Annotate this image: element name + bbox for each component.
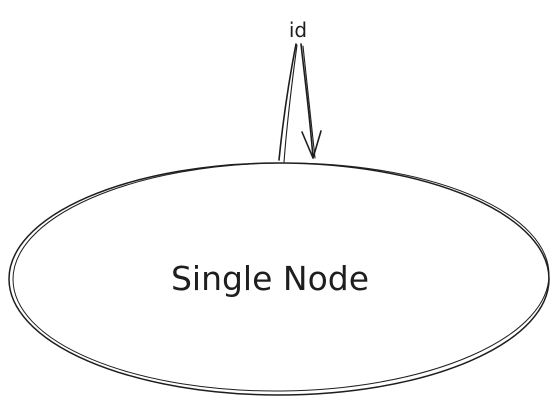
node-label: Single Node <box>171 259 369 298</box>
arrowhead-icon <box>301 130 322 159</box>
node-single[interactable]: Single Node <box>8 160 550 396</box>
edge-incoming-line-shadow <box>302 45 316 159</box>
self-loop-edge[interactable] <box>278 43 322 163</box>
node-ellipse-shadow <box>12 162 550 392</box>
edge-incoming-line <box>300 43 314 159</box>
edge-label: id <box>289 18 307 42</box>
edge-outgoing-line <box>278 43 297 161</box>
edge-outgoing-line-shadow <box>283 44 298 163</box>
